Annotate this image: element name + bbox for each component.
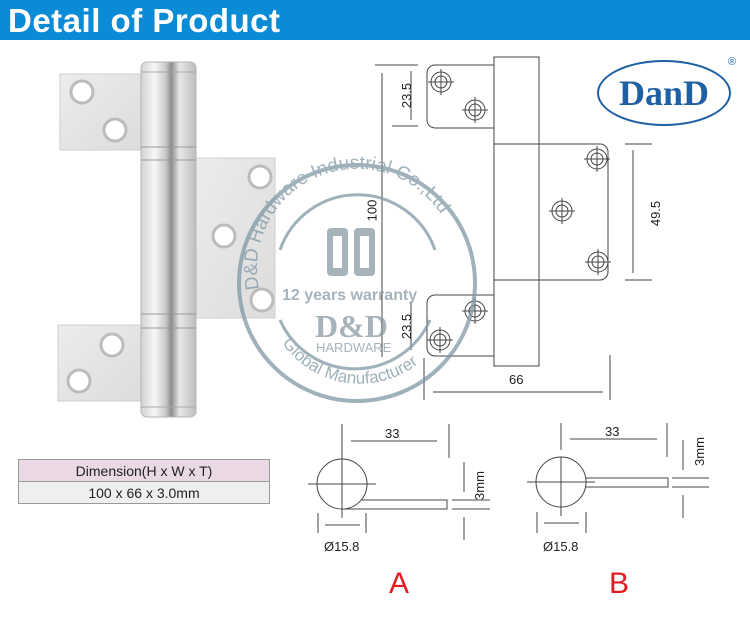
section-b-thickness: 3mm (691, 437, 707, 466)
section-a-diameter: Ø15.8 (324, 539, 360, 554)
registered-mark: ® (728, 56, 737, 68)
section-b-label: B (609, 567, 630, 600)
dimension-table-value: 100 x 66 x 3.0mm (18, 481, 270, 504)
seal-warranty-text: 12 years warranty (282, 287, 417, 304)
dand-logo: DanD (597, 60, 731, 126)
seal-brand-text: D&D (315, 308, 388, 344)
dimension-table-header: Dimension(H x W x T) (18, 459, 270, 482)
section-b-length: 33 (605, 424, 620, 439)
dimension-table: Dimension(H x W x T) 100 x 66 x 3.0mm (18, 459, 270, 504)
logo-brand-text: DanD (618, 73, 710, 113)
logo-ellipse (597, 60, 731, 126)
dim-total-width: 66 (509, 372, 524, 387)
section-b-diameter: Ø15.8 (543, 539, 579, 554)
page-title: Detail of Product (8, 2, 281, 39)
header-bar: Detail of Product (0, 0, 750, 42)
seal-sub-brand-text: HARDWARE (316, 340, 392, 355)
section-a-label: A (389, 567, 410, 600)
section-a-length: 33 (385, 426, 400, 441)
